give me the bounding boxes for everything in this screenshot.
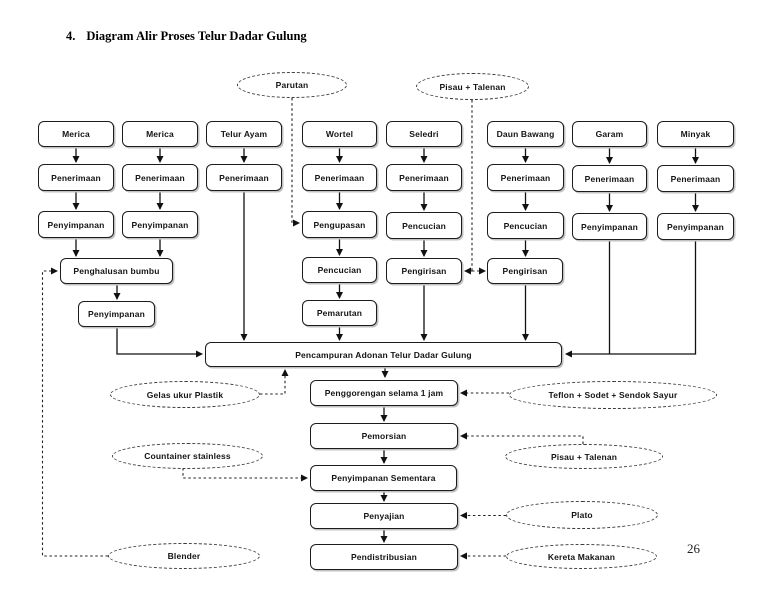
box-pencucian-daun-bawang: Pencucian <box>487 212 564 239</box>
oval-kereta-makanan: Kereta Makanan <box>506 544 657 569</box>
oval-pisau-talenan-bottom: Pisau + Talenan <box>505 444 663 469</box>
page-number: 26 <box>687 541 700 556</box>
oval-teflon-sodet-sendok: Teflon + Sodet + Sendok Sayur <box>509 381 717 409</box>
box-penerimaan-merica-2: Penerimaan <box>122 164 198 191</box>
oval-pisau-talenan-top: Pisau + Talenan <box>416 73 529 100</box>
box-penyimpanan-minyak: Penyimpanan <box>657 213 734 240</box>
box-garam: Garam <box>572 121 647 147</box>
box-penggorengan: Penggorengan selama 1 jam <box>310 380 458 406</box>
box-penyajian: Penyajian <box>310 503 458 529</box>
box-penyimpanan-merica-1: Penyimpanan <box>38 211 114 238</box>
box-daun-bawang: Daun Bawang <box>487 121 564 147</box>
box-merica-1: Merica <box>38 121 114 147</box>
box-penerimaan-telur-ayam: Penerimaan <box>206 164 282 191</box>
box-pendistribusian: Pendistribusian <box>310 544 458 570</box>
box-merica-2: Merica <box>122 121 198 147</box>
box-penyimpanan-sementara: Penyimpanan Sementara <box>310 465 457 491</box>
box-penerimaan-wortel: Penerimaan <box>302 164 377 191</box>
box-penyimpanan-garam: Penyimpanan <box>572 213 647 240</box>
box-pengirisan-daun-bawang: Pengirisan <box>487 258 563 284</box>
box-penerimaan-seledri: Penerimaan <box>386 164 462 191</box>
title-text: Diagram Alir Proses Telur Dadar Gulung <box>86 29 307 43</box>
box-penerimaan-daun-bawang: Penerimaan <box>487 164 564 191</box>
box-penerimaan-merica-1: Penerimaan <box>38 164 114 191</box>
box-pencucian-seledri: Pencucian <box>386 212 462 239</box>
oval-gelas-ukur-plastik: Gelas ukur Plastik <box>110 381 260 408</box>
box-telur-ayam: Telur Ayam <box>206 121 282 147</box>
box-pencampuran-adonan: Pencampuran Adonan Telur Dadar Gulung <box>205 342 562 367</box>
box-pemarutan-wortel: Pemarutan <box>302 300 377 326</box>
box-wortel: Wortel <box>302 121 377 147</box>
box-pemorsian: Pemorsian <box>310 423 458 449</box>
oval-blender: Blender <box>108 543 260 569</box>
title-number: 4. <box>66 29 76 43</box>
page-title: 4. Diagram Alir Proses Telur Dadar Gulun… <box>66 29 307 44</box>
box-seledri: Seledri <box>386 121 462 147</box>
box-penerimaan-minyak: Penerimaan <box>657 165 734 192</box>
oval-countainer-stainless: Countainer stainless <box>112 443 263 469</box>
box-pencucian-wortel: Pencucian <box>302 257 377 283</box>
oval-plato: Plato <box>506 501 658 529</box>
box-penyimpanan-bumbu: Penyimpanan <box>78 301 155 327</box>
box-minyak: Minyak <box>657 121 734 147</box>
box-penerimaan-garam: Penerimaan <box>572 165 647 192</box>
box-penghalusan-bumbu: Penghalusan bumbu <box>60 258 173 284</box>
box-penyimpanan-merica-2: Penyimpanan <box>122 211 198 238</box>
box-pengupasan-wortel: Pengupasan <box>302 211 377 238</box>
oval-parutan: Parutan <box>237 72 347 98</box>
box-pengirisan-seledri: Pengirisan <box>386 258 462 284</box>
